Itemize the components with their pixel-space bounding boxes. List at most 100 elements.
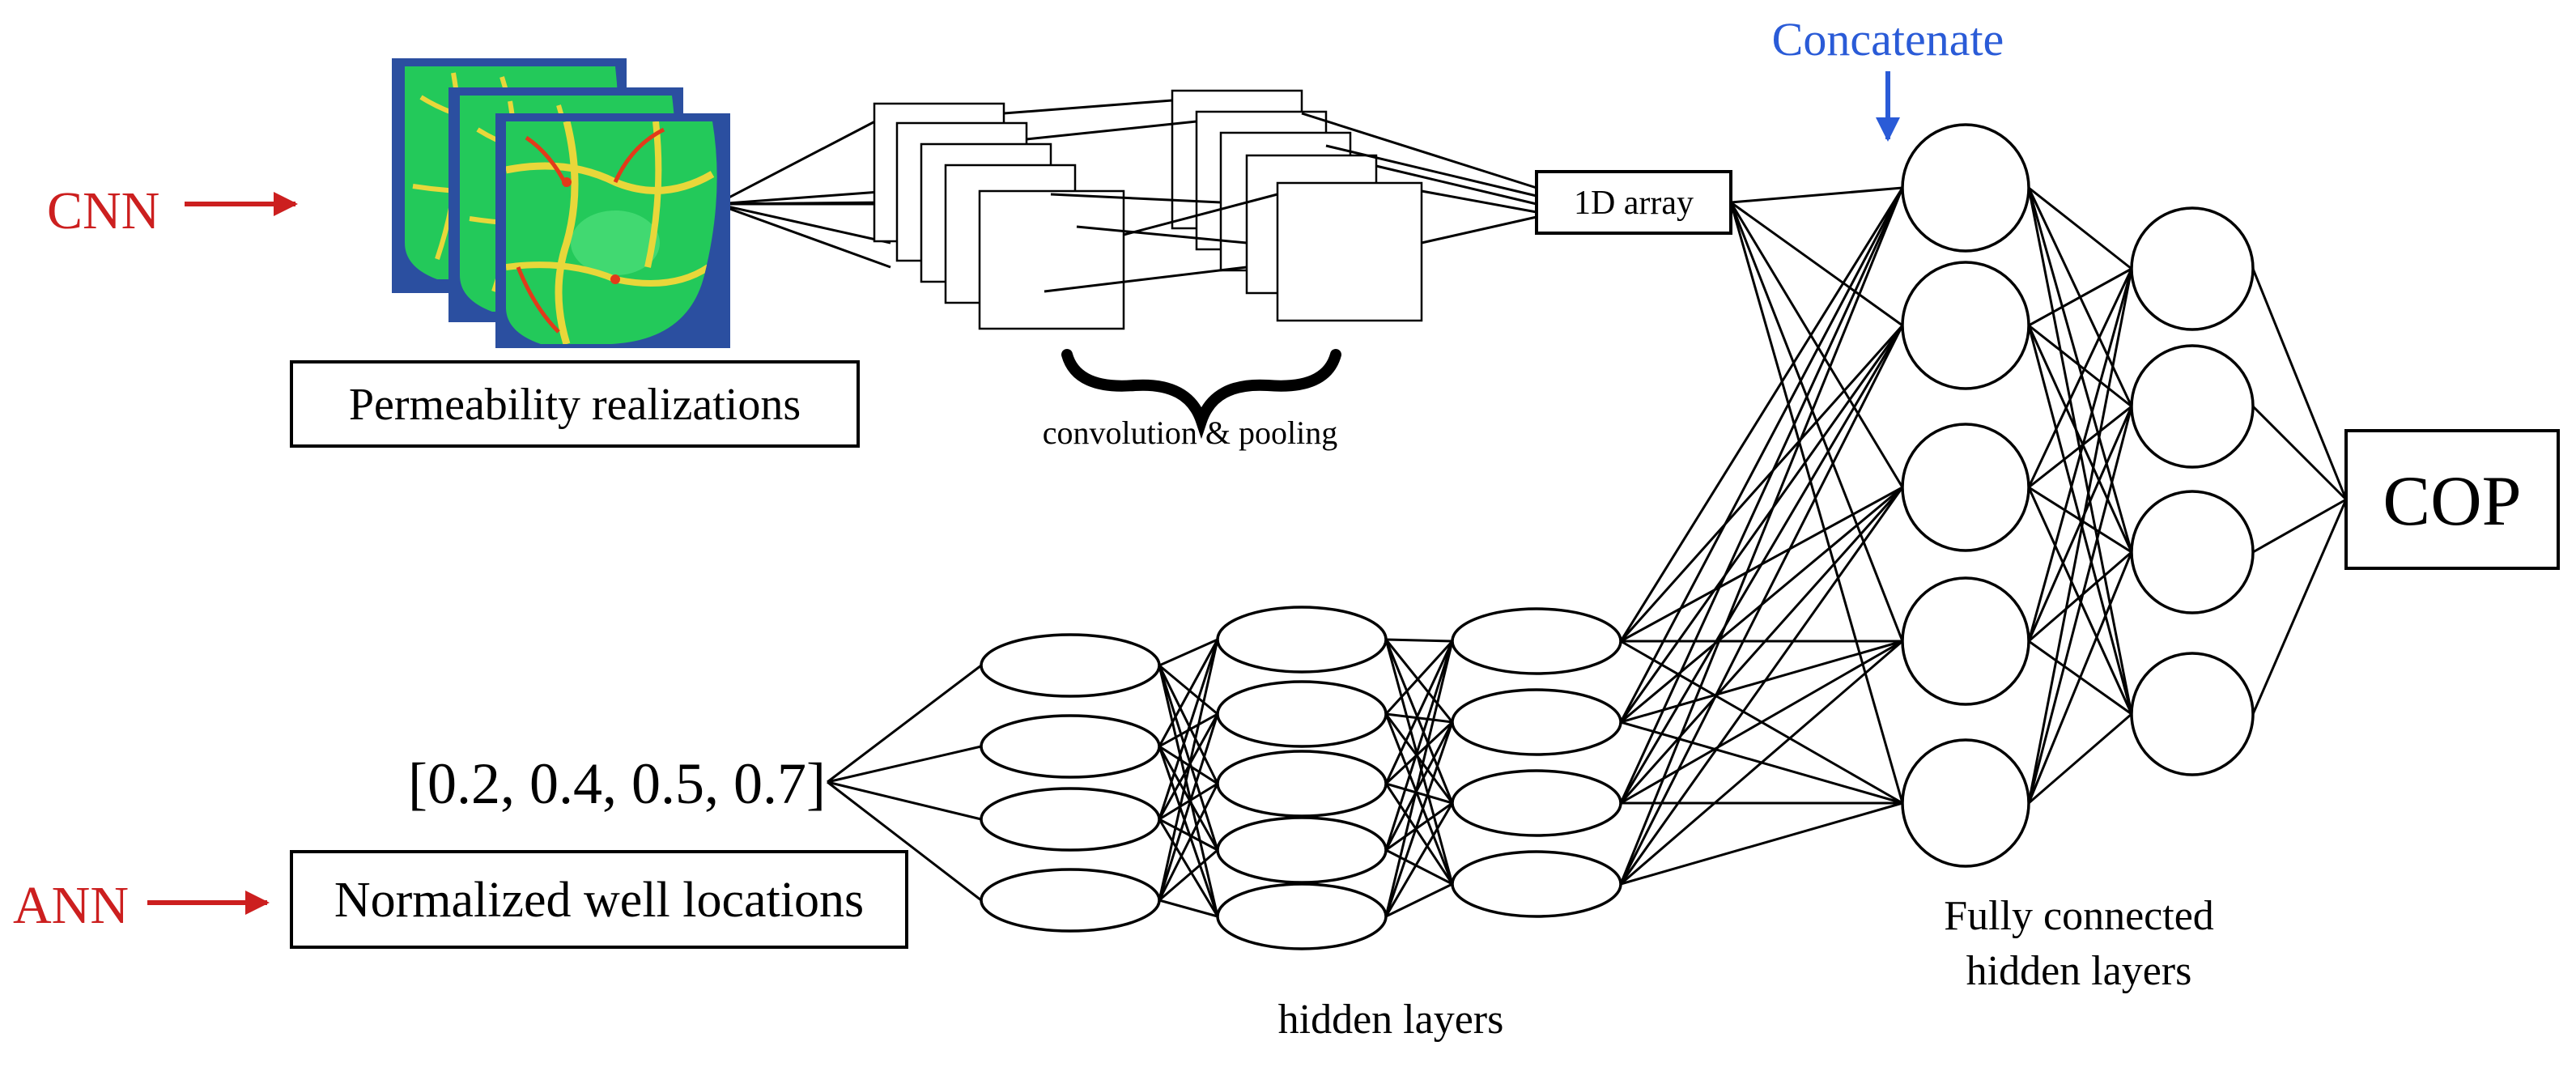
connection-edge bbox=[1385, 712, 1453, 724]
connection-edge bbox=[1158, 713, 1219, 901]
ann-node bbox=[1216, 882, 1388, 950]
permeability-label: Permeability realizations bbox=[349, 380, 801, 430]
ann-node bbox=[980, 633, 1161, 698]
cnn-label: CNN bbox=[47, 181, 159, 240]
permeability-label-box bbox=[290, 360, 860, 448]
connection-edge bbox=[1384, 640, 1454, 784]
connection-edge bbox=[2027, 268, 2133, 804]
connection-edge bbox=[2251, 405, 2348, 501]
connection-edge bbox=[1158, 746, 1219, 917]
connection-edge bbox=[1619, 187, 1904, 885]
connection-edge bbox=[827, 780, 982, 821]
permeability-map-stack bbox=[392, 58, 730, 348]
ann-label: ANN bbox=[13, 876, 129, 935]
ann-node bbox=[1451, 607, 1622, 675]
ann-node bbox=[1216, 816, 1388, 884]
connection-edge bbox=[1384, 640, 1454, 917]
connection-edge bbox=[1384, 640, 1454, 716]
connection-edge bbox=[2028, 486, 2132, 554]
ann-node bbox=[980, 868, 1161, 933]
connection-edge bbox=[1385, 782, 1453, 805]
connection-edge bbox=[2028, 712, 2132, 805]
connection-edge bbox=[827, 664, 982, 784]
connection-edge bbox=[2027, 325, 2133, 553]
fc-node bbox=[2130, 652, 2255, 776]
ann-node bbox=[1451, 688, 1622, 756]
convolution-connectors bbox=[1003, 99, 1537, 293]
fc-node bbox=[1901, 738, 2030, 868]
connection-edge bbox=[1729, 202, 1904, 488]
ann-node bbox=[980, 787, 1161, 852]
connection-edge bbox=[1384, 721, 1454, 917]
fully-connected-label-line1: Fully connected bbox=[1944, 893, 2214, 939]
connection-edge bbox=[1158, 639, 1219, 820]
fc-node bbox=[1901, 261, 2030, 390]
connection-edge bbox=[1619, 325, 1904, 885]
fc-node bbox=[2130, 490, 2255, 614]
connection-edge bbox=[1619, 325, 1904, 804]
connection-edge bbox=[2027, 551, 2133, 804]
ann-node bbox=[980, 714, 1161, 779]
fully-connected-layer-2 bbox=[2130, 206, 2255, 776]
ann-hidden-layer-2 bbox=[1216, 606, 1388, 950]
connection-edge bbox=[1384, 713, 1454, 885]
connection-edge bbox=[1619, 187, 1904, 642]
connection-edge bbox=[1158, 848, 1218, 902]
connection-edge bbox=[1384, 639, 1454, 723]
ann-node bbox=[1216, 606, 1388, 674]
connection-edge bbox=[1384, 802, 1454, 917]
connection-edge bbox=[716, 189, 891, 206]
normalized-wells-label: Normalized well locations bbox=[334, 873, 864, 928]
fc-node bbox=[1901, 123, 2030, 253]
output-cop-label: COP bbox=[2383, 462, 2521, 541]
fully-connected-label-line2: hidden layers bbox=[1966, 948, 2192, 994]
connection-edge bbox=[1620, 640, 1903, 805]
array-1d-box bbox=[1535, 170, 1732, 235]
normalized-wells-box bbox=[290, 850, 908, 949]
connection-edge bbox=[2028, 551, 2132, 643]
connection-edge bbox=[1385, 801, 1453, 852]
connection-edge bbox=[716, 112, 891, 206]
connection-edge bbox=[1158, 638, 1218, 667]
convolution-stack-right bbox=[1171, 89, 1423, 322]
connection-edge bbox=[2027, 406, 2133, 642]
connection-edge bbox=[1620, 801, 1903, 886]
connection-edge bbox=[1620, 640, 1903, 886]
connection-edge bbox=[1158, 782, 1218, 821]
connection-edge bbox=[1385, 638, 1453, 643]
fc-node bbox=[2130, 344, 2255, 469]
connection-edge bbox=[1158, 818, 1218, 852]
connection-edge bbox=[1385, 882, 1453, 918]
connection-edge bbox=[1158, 746, 1219, 851]
connection-edge bbox=[1158, 665, 1219, 917]
connection-edge bbox=[1384, 721, 1454, 851]
connection-edge bbox=[1385, 848, 1453, 886]
input-vector-label: [0.2, 0.4, 0.5, 0.7] bbox=[408, 751, 826, 816]
permeability-map-front bbox=[495, 113, 730, 348]
connection-edge bbox=[2252, 498, 2347, 554]
hidden-layers-label: hidden layers bbox=[1278, 997, 1504, 1043]
connection-edge bbox=[1158, 783, 1219, 901]
ann-node bbox=[1451, 850, 1622, 918]
convolution-pooling-label: convolution & pooling bbox=[1043, 414, 1337, 451]
connection-edge bbox=[1158, 664, 1218, 716]
fc-node bbox=[1901, 576, 2030, 706]
fully-connected-layer-1 bbox=[1901, 123, 2030, 868]
ann-node bbox=[1451, 769, 1622, 837]
output-cop-box bbox=[2344, 429, 2560, 570]
connection-edge bbox=[716, 202, 891, 244]
connection-edge bbox=[2028, 405, 2132, 489]
connection-edge bbox=[1729, 202, 1904, 804]
connection-edge bbox=[1158, 665, 1219, 784]
connection-edge bbox=[1619, 487, 1904, 804]
connection-edges bbox=[716, 112, 2348, 918]
ann-hidden-layer-3 bbox=[1451, 607, 1622, 918]
connection-edge bbox=[1619, 325, 1904, 642]
connection-edge bbox=[2251, 499, 2348, 715]
connection-edge bbox=[1158, 665, 1219, 851]
convolution-stack-left bbox=[873, 102, 1125, 330]
curly-brace-icon bbox=[1061, 349, 1341, 440]
connection-edge bbox=[1619, 325, 1904, 723]
